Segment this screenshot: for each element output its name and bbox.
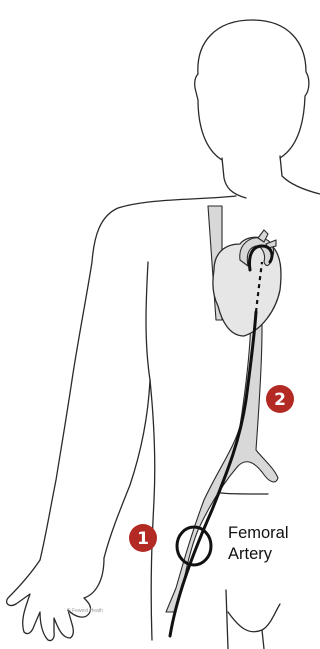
groin-outline: [228, 604, 280, 632]
hand-outline: [7, 558, 104, 641]
marker-1-number: 1: [137, 529, 149, 549]
femoral-artery-label-line2: Artery: [228, 545, 273, 563]
torso-side-line: [150, 380, 155, 640]
aorta: [166, 300, 278, 612]
marker-2: 2: [266, 385, 294, 413]
marker-1: 1: [129, 524, 157, 552]
neck-outline: [222, 158, 246, 198]
head-outline: [195, 20, 309, 160]
arm-inner-outline: [104, 262, 150, 558]
neck-outline-right: [280, 156, 320, 194]
catheter-solid: [170, 312, 256, 636]
leg-line-right: [262, 630, 264, 649]
femoral-artery-label-line1: Femoral: [228, 524, 289, 542]
marker-2-number: 2: [274, 390, 286, 410]
image-credit: © Fewest Heath: [67, 607, 103, 614]
leg-line-left: [226, 590, 228, 649]
